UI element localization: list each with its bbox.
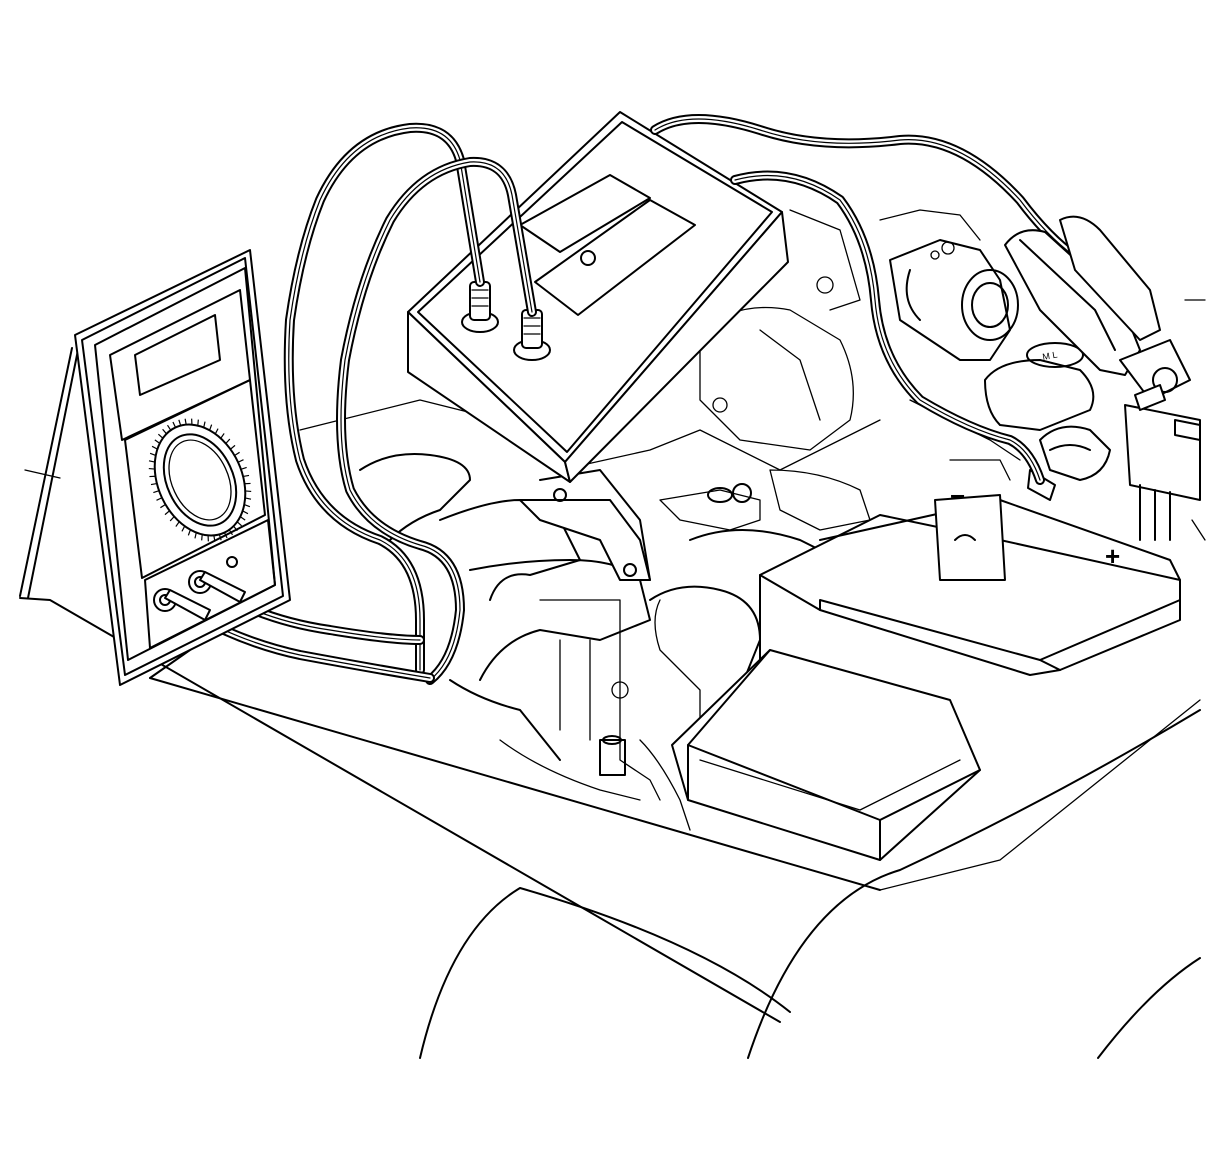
dial-tick — [150, 482, 157, 486]
dial-tick — [203, 421, 206, 428]
battery-charger-icon — [407, 111, 789, 483]
dial-tick — [175, 521, 180, 527]
dial-tick — [172, 421, 177, 428]
dial-tick — [242, 510, 249, 515]
dial-tick — [194, 532, 197, 539]
dial-tick — [244, 504, 251, 508]
dial-tick — [181, 525, 186, 532]
cap-marking: M L — [1042, 350, 1059, 362]
dial-tick — [148, 467, 155, 470]
dial-tick — [218, 534, 222, 541]
dial-tick — [233, 525, 238, 532]
dial-tick — [153, 490, 160, 494]
dial-tick — [209, 424, 213, 431]
battery-plus-label: + — [1105, 541, 1120, 571]
dial-tick — [239, 516, 246, 521]
dial-tick — [151, 445, 158, 450]
digital-multimeter-icon — [19, 249, 291, 686]
dial-tick — [213, 535, 216, 542]
dial-tick — [230, 444, 236, 450]
dial-tick — [245, 490, 252, 493]
dial-tick — [201, 534, 203, 541]
battery-clamp-icon — [1004, 215, 1201, 541]
dial-tick — [184, 418, 187, 425]
dial-tick — [157, 433, 164, 439]
dial-scale — [148, 418, 252, 542]
battery-minus-label: − — [950, 481, 965, 511]
dial-tick — [234, 451, 240, 457]
dial-tick — [149, 452, 156, 456]
dial-tick — [187, 529, 191, 536]
vehicle-battery-icon: − + — [671, 481, 1181, 861]
dial-tick — [244, 497, 252, 500]
dial-tick — [240, 466, 247, 470]
dial-tick — [220, 433, 225, 439]
dial-tick — [214, 428, 219, 435]
dial-tick — [162, 428, 167, 435]
dial-tick — [236, 521, 243, 527]
dial-tick — [164, 510, 170, 516]
dial-tick — [154, 439, 161, 444]
dial-tick — [243, 474, 250, 478]
dial-tick — [160, 503, 166, 509]
dial-tick — [228, 529, 234, 536]
dial-tick — [237, 459, 244, 463]
dial-tick — [156, 497, 163, 501]
vehicle-body — [19, 299, 1206, 1059]
dial-tick — [197, 419, 199, 426]
dial-tick — [166, 424, 172, 431]
dial-tick — [169, 516, 175, 522]
dial-tick — [148, 460, 156, 463]
dial-tick — [223, 532, 228, 539]
dial-tick — [178, 419, 182, 426]
dial-tick — [225, 438, 231, 444]
